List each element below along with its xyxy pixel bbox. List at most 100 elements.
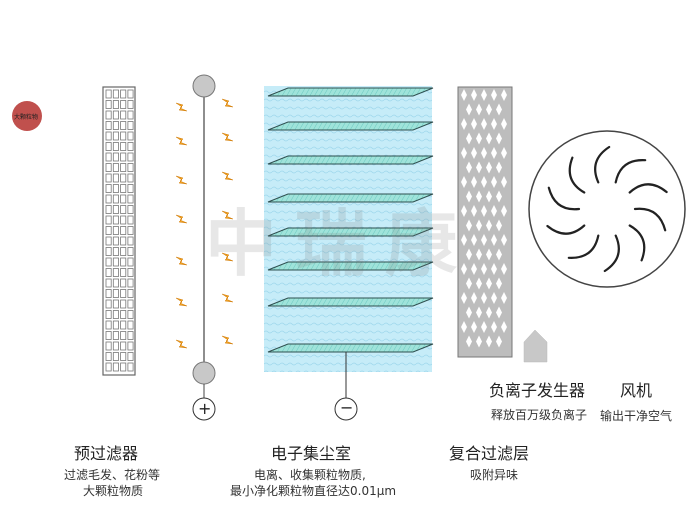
prefilter-cell — [112, 362, 119, 372]
filter-hole — [481, 321, 487, 333]
prefilter-cell — [120, 100, 127, 109]
prefilter-cell — [127, 110, 134, 120]
filter-hole — [461, 118, 467, 130]
prefilter-cell — [105, 121, 112, 130]
filter-hole — [481, 176, 487, 188]
prefilter-cell — [120, 268, 127, 277]
composite-desc: 吸附异味 — [470, 468, 519, 482]
fan-blade — [614, 159, 647, 184]
filter-hole — [501, 147, 507, 159]
prefilter-cell — [127, 205, 134, 214]
prefilter-cell — [105, 289, 112, 298]
particle-label: 大颗粒物 — [14, 114, 39, 121]
fan-blade — [633, 207, 667, 232]
filter-hole — [461, 176, 467, 188]
spark-icon — [175, 297, 188, 307]
collector-title: 电子集尘室 — [271, 444, 352, 463]
prefilter-cell — [127, 152, 134, 162]
filter-hole — [466, 132, 472, 145]
filter-hole — [491, 234, 497, 246]
filter-hole — [466, 335, 472, 348]
positive-terminal — [192, 397, 216, 421]
fan-desc: 输出干净空气 — [600, 409, 673, 423]
filter-hole — [496, 219, 502, 232]
ion-generator-icon — [523, 329, 548, 363]
composite-title: 复合过滤层 — [449, 444, 530, 463]
electrode-bottom-ball — [192, 361, 216, 385]
spark-icon — [175, 136, 188, 146]
filter-hole — [466, 190, 472, 203]
prefilter-cell — [112, 289, 119, 298]
filter-hole — [501, 292, 507, 304]
fan-blade — [568, 156, 586, 194]
prefilter-cell — [120, 341, 127, 351]
spark-icon — [221, 132, 234, 142]
filter-hole — [496, 306, 502, 319]
prefilter-cell — [112, 121, 119, 130]
fan-title: 风机 — [620, 381, 653, 400]
collector-desc-line2: 最小净化颗粒物直径达0.01μm — [230, 484, 397, 498]
prefilter-cell — [127, 100, 134, 109]
prefilter-cell — [127, 320, 134, 330]
spark-icon — [175, 339, 188, 349]
ionizer-title: 负离子发生器 — [489, 381, 586, 400]
filter-hole — [476, 219, 482, 232]
filter-hole — [476, 132, 482, 145]
prefilter-cell — [127, 299, 134, 309]
prefilter-cell — [112, 331, 119, 340]
filter-hole — [496, 190, 502, 203]
prefilter-cell — [112, 299, 119, 309]
prefilter-cell — [105, 142, 112, 151]
collector-plate — [267, 343, 434, 353]
filter-hole — [496, 103, 502, 116]
prefilter-cell — [120, 173, 127, 183]
prefilter-cell — [120, 247, 127, 256]
collector-plate — [267, 297, 434, 307]
filter-hole — [481, 89, 487, 101]
filter-hole — [491, 89, 497, 101]
filter-hole — [471, 147, 477, 159]
filter-hole — [461, 292, 467, 304]
prefilter-cell — [105, 320, 112, 330]
prefilter-cell — [105, 194, 112, 204]
fan-blade — [594, 145, 611, 184]
filter-hole — [471, 118, 477, 130]
prefilter-cell — [127, 226, 134, 235]
fan-blade — [628, 224, 646, 262]
dust-collector-chamber — [264, 86, 434, 421]
filter-hole — [471, 292, 477, 304]
prefilter-cell — [105, 247, 112, 256]
prefilter-cell — [127, 352, 134, 361]
filter-hole — [461, 205, 467, 217]
filter-hole — [476, 248, 482, 261]
prefilter-cell — [120, 163, 127, 172]
prefilter-cell — [105, 205, 112, 214]
prefilter-cell — [112, 352, 119, 361]
filter-hole — [466, 161, 472, 174]
filter-hole — [481, 292, 487, 304]
prefilter-cell — [112, 163, 119, 172]
filter-hole — [486, 248, 492, 261]
filter-hole — [471, 321, 477, 333]
prefilter-grid — [102, 86, 136, 376]
prefilter-cell — [105, 268, 112, 277]
prefilter-desc-line1: 过滤毛发、花粉等 — [64, 468, 161, 482]
collector-plate — [267, 87, 434, 97]
spark-icon — [221, 171, 234, 181]
fan-blade — [567, 234, 600, 259]
filter-hole — [496, 277, 502, 290]
spark-icon — [175, 214, 188, 224]
filter-hole — [496, 248, 502, 261]
prefilter-cell — [127, 194, 134, 204]
prefilter-cell — [112, 110, 119, 120]
filter-hole — [491, 147, 497, 159]
filter-hole — [481, 118, 487, 130]
filter-hole — [471, 176, 477, 188]
composite-filter-panel — [457, 86, 513, 358]
filter-hole — [496, 335, 502, 348]
filter-hole — [486, 306, 492, 319]
collector-plate — [267, 227, 434, 237]
prefilter-cell — [105, 89, 112, 99]
